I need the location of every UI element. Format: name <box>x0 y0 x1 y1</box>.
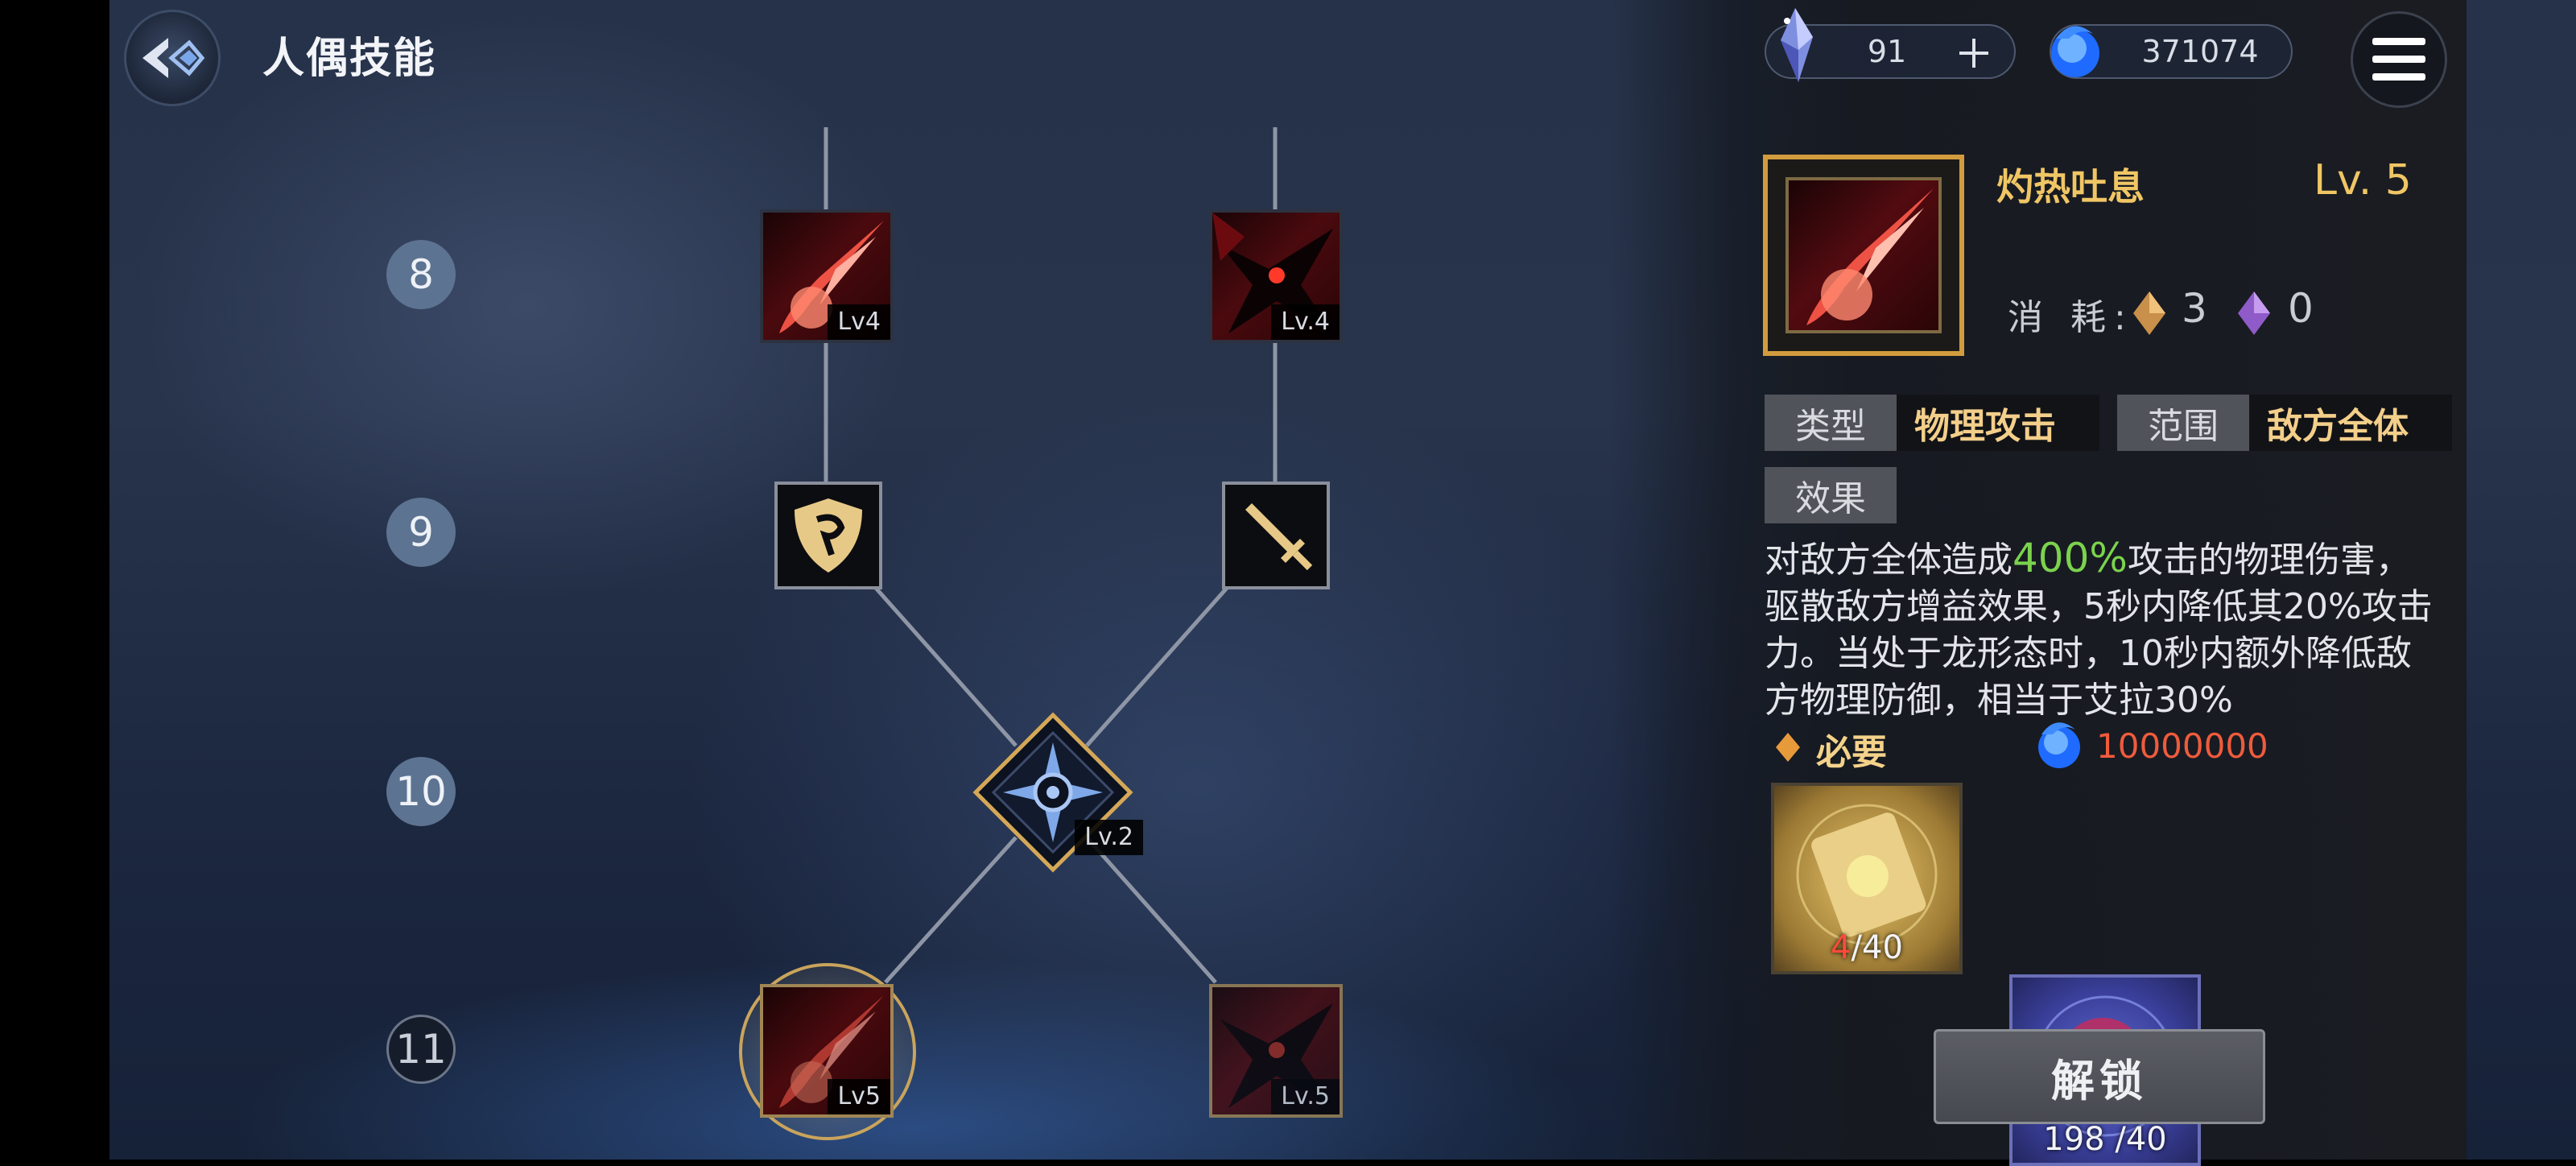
skill-level-tag: Lv.4 <box>1271 304 1340 340</box>
fire-breath-skill-icon <box>779 221 884 333</box>
purple-cost-amount: 0 <box>2288 285 2314 332</box>
type-value: 物理攻击 <box>1897 395 2099 451</box>
skill-node-scorching-breath-selected[interactable]: Lv5 <box>760 984 894 1118</box>
skill-node-core[interactable]: Lv.2 <box>972 712 1143 873</box>
shield-icon <box>795 498 862 573</box>
description-text: 攻击的物理伤害，驱散敌方增益效果，5秒内降低其20%攻击力。当处于龙形态时，10… <box>1765 540 2433 721</box>
scroll-count: 4/40 <box>1774 929 1959 966</box>
required-label: 必要 <box>1816 732 1887 773</box>
skill-node-dragon-form[interactable]: Lv.4 <box>1209 209 1343 343</box>
skill-level-tag: Lv.5 <box>1271 1079 1340 1114</box>
cost-label: 消 耗: <box>2008 297 2134 338</box>
back-button[interactable] <box>124 10 221 106</box>
skill-level: Lv. 5 <box>2314 156 2412 205</box>
crystal-amount: 91 <box>1867 34 1907 69</box>
selected-skill-icon-frame <box>1763 155 1964 356</box>
effect-label: 效果 <box>1765 467 1897 523</box>
hamburger-menu-icon <box>2372 38 2425 81</box>
blue-orb-icon <box>2038 722 2080 768</box>
material-scroll[interactable]: 4/40 <box>1771 783 1963 974</box>
skill-name: 灼热吐息 <box>1996 165 2145 209</box>
skill-level-tag: Lv4 <box>828 304 890 340</box>
skill-level-tag: Lv5 <box>828 1079 890 1114</box>
skill-level-tag: Lv.2 <box>1075 820 1143 855</box>
purple-diamond-icon <box>2238 292 2270 335</box>
type-label: 类型 <box>1765 395 1897 451</box>
orb-amount: 371074 <box>2141 34 2259 69</box>
range-value: 敌方全体 <box>2249 395 2452 451</box>
skill-node-scorching-breath[interactable]: Lv4 <box>760 209 894 343</box>
damage-highlight: 400% <box>2013 535 2128 581</box>
crystal-ball-count: 198 /40 <box>2043 1121 2167 1158</box>
scroll-item-icon <box>1796 804 1938 945</box>
scroll-owned: 4 <box>1831 929 1852 966</box>
crystal-icon <box>1781 8 1813 82</box>
gold-diamond-icon <box>2133 292 2165 335</box>
sword-icon <box>1245 503 1313 571</box>
passive-node-sword[interactable] <box>1222 482 1330 589</box>
fire-breath-skill-icon <box>779 995 884 1108</box>
passive-node-shield[interactable] <box>774 482 882 589</box>
skill-description: 对敌方全体造成400%攻击的物理伤害，驱散敌方增益效果，5秒内降低其20%攻击力… <box>1765 535 2441 724</box>
row-level-badge: 11 <box>386 1015 456 1084</box>
unlock-button[interactable]: 解锁 <box>1934 1029 2265 1124</box>
gold-requirement: 10000000 <box>2096 726 2268 766</box>
required-diamond-icon <box>1776 733 1800 762</box>
range-label: 范围 <box>2117 395 2249 451</box>
row-level-badge: 10 <box>386 757 456 826</box>
blue-orb-icon <box>2051 26 2099 77</box>
description-text: 对敌方全体造成 <box>1765 540 2013 581</box>
row-level-badge: 9 <box>386 498 456 567</box>
scroll-required: /40 <box>1851 929 1903 966</box>
menu-button[interactable] <box>2351 11 2447 108</box>
page-title: 人偶技能 <box>262 35 437 83</box>
gold-cost-amount: 3 <box>2182 285 2207 332</box>
detail-panel-background <box>1610 0 2467 1160</box>
row-level-badge: 8 <box>386 240 456 309</box>
add-icon[interactable] <box>1958 37 1990 69</box>
skill-node-dragon-form-locked[interactable]: Lv.5 <box>1209 984 1343 1118</box>
back-arrow-icon <box>142 38 205 78</box>
fire-breath-skill-icon <box>1806 188 1934 325</box>
